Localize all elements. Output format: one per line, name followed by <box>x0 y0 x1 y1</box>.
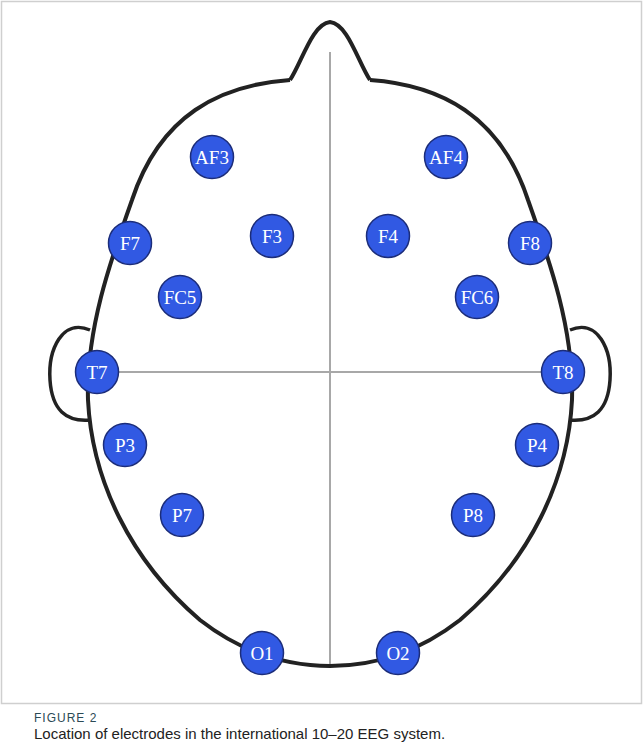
electrode: AF4 <box>423 134 469 180</box>
electrode-label: O1 <box>250 644 273 663</box>
electrode-label: FC6 <box>461 288 494 307</box>
head-outline <box>88 80 572 666</box>
electrode-label: AF3 <box>195 148 229 167</box>
electrode: P4 <box>514 422 560 468</box>
electrode-label: F3 <box>262 227 282 246</box>
figure-frame <box>2 2 642 704</box>
midline <box>329 52 331 664</box>
electrode: O1 <box>239 630 285 676</box>
nose <box>290 22 370 80</box>
electrode: F8 <box>507 220 553 266</box>
electrode: P8 <box>450 492 496 538</box>
electrode: O2 <box>375 630 421 676</box>
electrode: FC6 <box>454 274 500 320</box>
electrode-label: T8 <box>552 363 573 382</box>
electrode-label: O2 <box>386 644 409 663</box>
electrode-label: AF4 <box>429 148 463 167</box>
electrode-label: FC5 <box>164 288 197 307</box>
figure-number: FIGURE 2 <box>34 711 97 725</box>
electrode-label: P3 <box>115 436 135 455</box>
electrode-label: P8 <box>463 506 483 525</box>
electrode-label: F8 <box>520 234 540 253</box>
electrode: T8 <box>540 349 586 395</box>
ear-line <box>88 371 572 373</box>
electrode: AF3 <box>189 134 235 180</box>
figure-caption: Location of electrodes in the internatio… <box>34 725 445 742</box>
electrode-label: F7 <box>120 234 140 253</box>
electrode-label: P4 <box>527 436 547 455</box>
electrode: FC5 <box>157 274 203 320</box>
electrode: P3 <box>102 422 148 468</box>
electrode: P7 <box>159 492 205 538</box>
electrode-label: P7 <box>172 506 192 525</box>
electrode: T7 <box>74 349 120 395</box>
electrode: F4 <box>365 213 411 259</box>
electrode: F7 <box>107 220 153 266</box>
electrode: F3 <box>249 213 295 259</box>
electrode-label: F4 <box>378 227 398 246</box>
electrode-label: T7 <box>86 363 107 382</box>
